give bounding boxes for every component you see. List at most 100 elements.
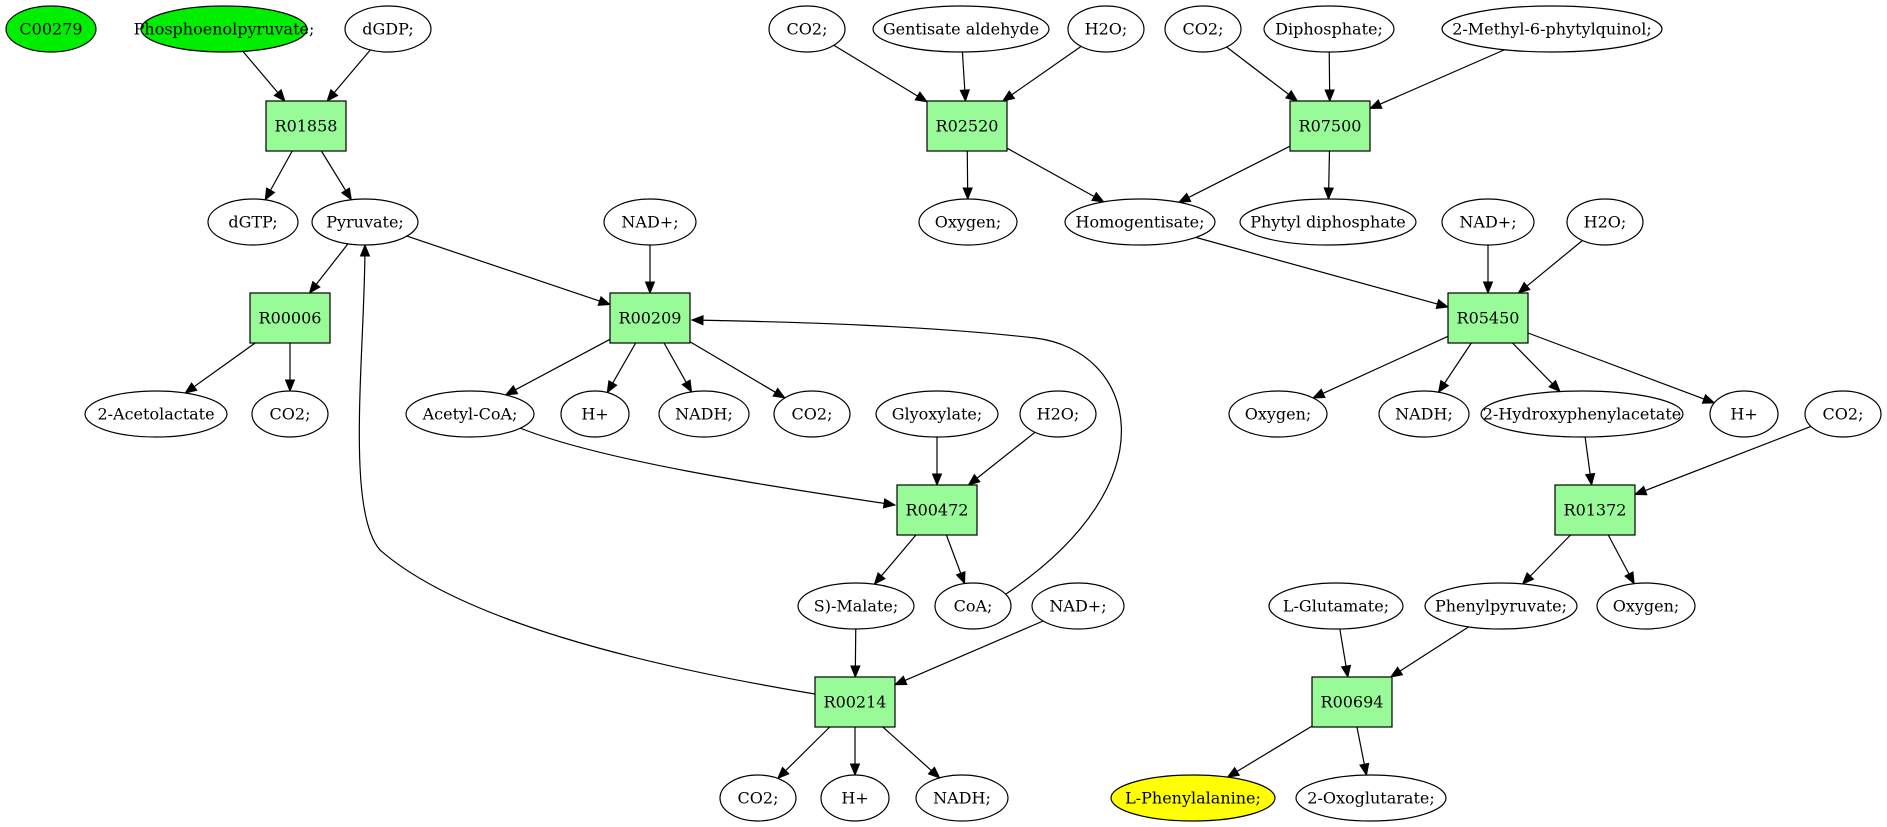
compound-ellipse bbox=[872, 5, 1050, 53]
compound-node-co2-a[interactable]: CO2; bbox=[251, 390, 329, 438]
node-label: R00472 bbox=[906, 501, 969, 520]
compound-node-lphe[interactable]: L-Phenylalanine; bbox=[1110, 774, 1276, 822]
node-label: R01858 bbox=[275, 117, 338, 136]
compound-node-hplus-a[interactable]: H+ bbox=[560, 390, 630, 438]
compound-node-nad-c[interactable]: NAD+; bbox=[1441, 198, 1535, 246]
compound-node-acetylcoa[interactable]: Acetyl-CoA; bbox=[405, 390, 535, 438]
arrowhead bbox=[1435, 298, 1450, 309]
node-label: Glyoxylate; bbox=[892, 405, 983, 424]
node-label: NADH; bbox=[1395, 405, 1453, 424]
reaction-node-r07500[interactable]: R07500 bbox=[1289, 100, 1371, 152]
edge-nad-b-to-r00214 bbox=[893, 620, 1044, 686]
compound-node-c00279[interactable]: C00279 bbox=[5, 5, 97, 53]
edge-line bbox=[1356, 726, 1366, 767]
compound-node-dgtp[interactable]: dGTP; bbox=[207, 198, 299, 246]
compound-node-nadh-a[interactable]: NADH; bbox=[658, 390, 750, 438]
compound-ellipse bbox=[140, 5, 308, 53]
compound-node-nadh-c[interactable]: NADH; bbox=[1378, 390, 1470, 438]
arrowhead bbox=[284, 379, 296, 393]
compound-node-co2-e[interactable]: CO2; bbox=[1164, 5, 1242, 53]
arrowhead bbox=[1482, 281, 1494, 295]
compound-ellipse bbox=[1709, 390, 1779, 438]
edge-nad-c-to-r05450 bbox=[1482, 245, 1494, 295]
compound-node-h2o-c[interactable]: H2O; bbox=[1566, 198, 1644, 246]
compound-node-oxoglutarate[interactable]: 2-Oxoglutarate; bbox=[1295, 774, 1447, 822]
arrowhead bbox=[927, 766, 941, 779]
reaction-node-r00694[interactable]: R00694 bbox=[1311, 676, 1393, 728]
reaction-node-r00472[interactable]: R00472 bbox=[896, 484, 978, 536]
compound-node-oxygen-c[interactable]: Oxygen; bbox=[1596, 582, 1696, 630]
compound-node-oxygen-a[interactable]: Oxygen; bbox=[918, 198, 1018, 246]
compound-node-hplus-c[interactable]: H+ bbox=[1709, 390, 1779, 438]
compound-node-gentisate[interactable]: Gentisate aldehyde bbox=[872, 5, 1050, 53]
compound-node-coa[interactable]: CoA; bbox=[934, 582, 1012, 630]
compound-node-acetolactate[interactable]: 2-Acetolactate bbox=[84, 390, 228, 438]
compound-node-glyoxylate[interactable]: Glyoxylate; bbox=[875, 390, 999, 438]
edge-line bbox=[1378, 49, 1505, 106]
compound-ellipse bbox=[84, 390, 228, 438]
reaction-node-r00006[interactable]: R00006 bbox=[249, 292, 331, 344]
edge-line bbox=[1528, 534, 1571, 578]
edge-r02520-to-oxygen-a bbox=[962, 150, 973, 201]
edge-line bbox=[663, 342, 688, 385]
arrowhead bbox=[606, 379, 618, 394]
compound-node-smalate[interactable]: S)-Malate; bbox=[797, 582, 915, 630]
arrowhead bbox=[1389, 666, 1404, 678]
compound-ellipse bbox=[1263, 5, 1395, 53]
edge-r00214-to-nadh-b bbox=[882, 726, 941, 779]
compound-ellipse bbox=[773, 390, 851, 438]
node-label: R07500 bbox=[1299, 117, 1362, 136]
node-label: NAD+; bbox=[1459, 213, 1516, 232]
compound-ellipse bbox=[207, 198, 299, 246]
compound-node-h2o-a[interactable]: H2O; bbox=[1019, 390, 1097, 438]
compound-node-nad-b[interactable]: NAD+; bbox=[1031, 582, 1125, 630]
compound-node-phenylpyruvate[interactable]: Phenylpyruvate; bbox=[1424, 582, 1578, 630]
edge-h2o-b-to-r02520 bbox=[1001, 45, 1082, 102]
compound-node-dgdp[interactable]: dGDP; bbox=[344, 5, 432, 53]
arrowhead bbox=[967, 473, 981, 486]
compound-node-nadh-b[interactable]: NADH; bbox=[915, 774, 1009, 822]
compound-node-co2-b[interactable]: CO2; bbox=[773, 390, 851, 438]
compound-node-methylphytyl[interactable]: 2-Methyl-6-phytylquinol; bbox=[1441, 5, 1663, 53]
reaction-node-r02520[interactable]: R02520 bbox=[926, 100, 1008, 152]
arrowhead bbox=[1701, 393, 1716, 404]
compound-ellipse bbox=[1064, 198, 1216, 246]
compound-node-nad-a[interactable]: NAD+; bbox=[603, 198, 697, 246]
edge-r07500-to-phytyldp bbox=[1323, 150, 1334, 201]
edge-r00209-to-hplus-a bbox=[606, 342, 637, 394]
edge-line bbox=[945, 534, 962, 576]
arrowhead bbox=[873, 572, 886, 586]
node-label: C00279 bbox=[19, 20, 82, 39]
compound-node-oxygen-b[interactable]: Oxygen; bbox=[1228, 390, 1328, 438]
edge-pep-to-r01858 bbox=[242, 51, 286, 103]
reaction-node-r01372[interactable]: R01372 bbox=[1554, 484, 1636, 536]
compound-node-diphosphate[interactable]: Diphosphate; bbox=[1263, 5, 1395, 53]
edge-gentisate-to-r02520 bbox=[959, 51, 970, 103]
reaction-node-r05450[interactable]: R05450 bbox=[1447, 292, 1529, 344]
edge-line bbox=[1339, 628, 1347, 669]
compound-ellipse bbox=[875, 390, 999, 438]
edge-line bbox=[1527, 332, 1707, 401]
compound-node-hplus-b[interactable]: H+ bbox=[820, 774, 890, 822]
compound-node-co2-c[interactable]: CO2; bbox=[719, 774, 797, 822]
compound-node-pep[interactable]: Phosphoenolpyruvate; bbox=[134, 5, 315, 53]
reaction-node-r00209[interactable]: R00209 bbox=[609, 292, 691, 344]
compound-node-co2-d[interactable]: CO2; bbox=[768, 5, 846, 53]
compound-node-lglutamate[interactable]: L-Glutamate; bbox=[1268, 582, 1404, 630]
node-label: CO2; bbox=[738, 789, 779, 808]
edge-line bbox=[1443, 342, 1472, 386]
compound-node-h2o-b[interactable]: H2O; bbox=[1067, 5, 1145, 53]
edge-line bbox=[783, 726, 831, 773]
compound-node-co2-f[interactable]: CO2; bbox=[1804, 390, 1882, 438]
node-label: dGTP; bbox=[228, 213, 277, 232]
reaction-node-r01858[interactable]: R01858 bbox=[265, 100, 347, 152]
compound-node-phytyldp[interactable]: Phytyl diphosphate bbox=[1239, 198, 1417, 246]
compound-node-hydroxyphenylacetate[interactable]: 2-Hydroxyphenylacetate bbox=[1480, 390, 1684, 438]
arrowhead bbox=[893, 675, 908, 686]
compound-node-homogentisate[interactable]: Homogentisate; bbox=[1064, 198, 1216, 246]
compound-ellipse bbox=[658, 390, 750, 438]
compound-ellipse bbox=[560, 390, 630, 438]
compound-node-pyruvate[interactable]: Pyruvate; bbox=[311, 198, 419, 246]
node-label: Homogentisate; bbox=[1076, 213, 1205, 232]
reaction-node-r00214[interactable]: R00214 bbox=[814, 676, 896, 728]
